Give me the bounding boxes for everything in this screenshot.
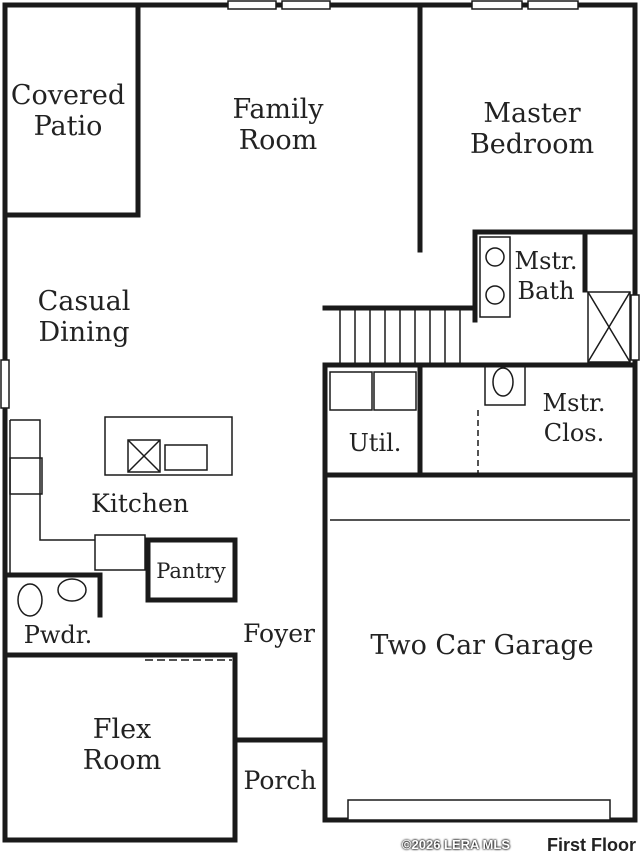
- room-label-mstr-bath: Mstr.Bath: [515, 246, 578, 306]
- room-label-kitchen: Kitchen: [91, 489, 189, 518]
- label-line: Master: [483, 98, 581, 129]
- label-line: Mstr.: [542, 389, 606, 417]
- garage-door: [347, 799, 611, 821]
- sink: [57, 578, 87, 602]
- room-label-pwdr: Pwdr.: [23, 621, 93, 649]
- toilet: [17, 583, 43, 617]
- label-line: Bedroom: [469, 129, 595, 160]
- toilet: [492, 367, 514, 397]
- exterior-wall: [2, 2, 638, 843]
- label-line: Clos.: [543, 419, 605, 447]
- label-line: Flex: [92, 714, 152, 745]
- window: [630, 294, 640, 361]
- room-label-util: Util.: [348, 429, 402, 457]
- label-line: Covered: [10, 80, 126, 111]
- window: [281, 0, 331, 10]
- sink: [485, 247, 505, 267]
- shower: [587, 291, 631, 363]
- room-label-two-car-garage: Two Car Garage: [370, 630, 594, 661]
- label-line: Room: [82, 745, 162, 776]
- label-line: Bath: [517, 277, 575, 305]
- refrigerator: [94, 534, 146, 571]
- dryer: [373, 371, 417, 411]
- room-label-mstr-clos: Mstr.Clos.: [543, 388, 606, 448]
- kitchen-sink: [164, 444, 208, 471]
- window: [527, 0, 579, 10]
- floor-label: First Floor: [547, 835, 636, 855]
- patio-wall: [2, 2, 141, 218]
- label-line: Family: [232, 94, 324, 125]
- window: [0, 359, 10, 409]
- label-line: Patio: [33, 111, 103, 142]
- room-label-porch: Porch: [243, 766, 317, 795]
- stairs: [339, 310, 461, 363]
- cooktop: [9, 457, 43, 495]
- room-label-pantry: Pantry: [156, 559, 226, 583]
- label-line: Mstr.: [514, 247, 578, 275]
- window: [227, 0, 277, 10]
- kitchen-island: [104, 416, 233, 476]
- room-label-foyer: Foyer: [243, 619, 315, 648]
- label-line: Casual: [37, 286, 131, 317]
- window: [471, 0, 523, 10]
- label-line: Dining: [38, 317, 130, 348]
- washer: [329, 371, 373, 411]
- label-line: Room: [238, 125, 318, 156]
- sink: [485, 285, 505, 305]
- watermark: ©2026 LERA MLS: [401, 837, 510, 852]
